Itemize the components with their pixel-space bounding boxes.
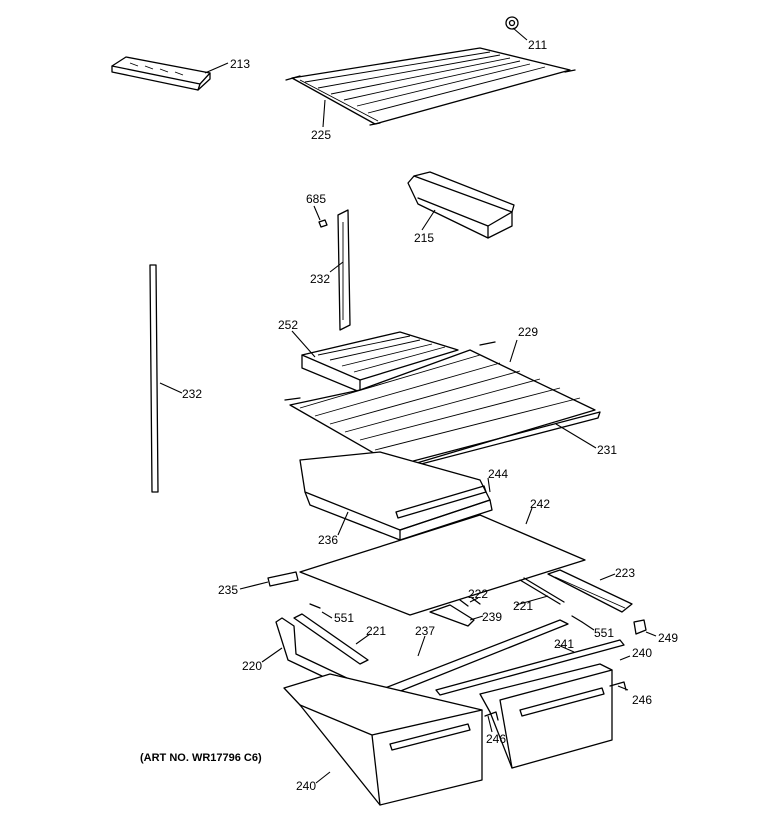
part-246-handle <box>484 681 627 721</box>
callout-211: 211 <box>528 38 547 52</box>
callout-235: 235 <box>218 583 238 597</box>
part-685-screw <box>318 219 328 228</box>
callout-685: 685 <box>306 192 326 206</box>
part-249-clip <box>633 619 647 635</box>
callout-221-left: 221 <box>366 624 386 638</box>
callout-249: 249 <box>658 631 678 645</box>
callout-229: 229 <box>518 325 538 339</box>
callout-232-left: 232 <box>182 387 202 401</box>
part-252-shelf <box>301 331 459 393</box>
part-222-clip <box>459 597 481 607</box>
part-242-glass <box>299 514 586 616</box>
callout-215: 215 <box>414 231 434 245</box>
callout-242: 242 <box>530 497 550 511</box>
callout-246-right: 246 <box>632 693 652 707</box>
callout-232-center: 232 <box>310 272 330 286</box>
part-223-slide <box>547 569 633 613</box>
callout-551-left: 551 <box>334 611 354 625</box>
callout-220: 220 <box>242 659 262 673</box>
part-239-bracket <box>429 604 475 627</box>
callout-225: 225 <box>311 128 331 142</box>
part-236-drawer <box>299 451 493 541</box>
part-240-drawer-right <box>479 663 613 769</box>
callout-240-right: 240 <box>632 646 652 660</box>
callout-213: 213 <box>230 57 250 71</box>
callout-240-bottom: 240 <box>296 779 316 793</box>
callout-244: 244 <box>488 467 508 481</box>
part-232-rail-left <box>149 264 159 493</box>
callout-223: 223 <box>615 566 635 580</box>
part-211-roller <box>505 16 519 30</box>
part-229-shelf <box>284 341 596 469</box>
part-235-bracket <box>267 571 299 587</box>
part-221-mid-rail <box>519 577 565 605</box>
callout-246-mid: 246 <box>486 732 506 746</box>
callout-222: 222 <box>468 587 488 601</box>
callout-241: 241 <box>554 637 574 651</box>
part-215-bin <box>407 171 515 239</box>
callout-labels: 211 213 225 685 215 232 232 252 229 231 … <box>182 38 678 793</box>
callout-252: 252 <box>278 318 298 332</box>
part-241-rail <box>435 639 625 696</box>
callout-236: 236 <box>318 533 338 547</box>
part-551-left <box>309 603 321 609</box>
part-221-left-rail <box>293 613 369 665</box>
leader-lines <box>159 27 657 784</box>
callout-237: 237 <box>415 624 435 638</box>
part-232-rail-center <box>337 209 351 331</box>
part-213-bracket <box>111 56 211 91</box>
part-240-drawer-left <box>283 673 483 806</box>
part-225-wire-shelf <box>285 47 576 126</box>
part-551-right <box>571 615 583 623</box>
callout-239: 239 <box>482 610 502 624</box>
callout-551-right: 551 <box>594 626 614 640</box>
callout-221-mid: 221 <box>513 599 533 613</box>
callout-231: 231 <box>597 443 617 457</box>
art-number: (ART NO. WR17796 C6) <box>140 752 262 764</box>
